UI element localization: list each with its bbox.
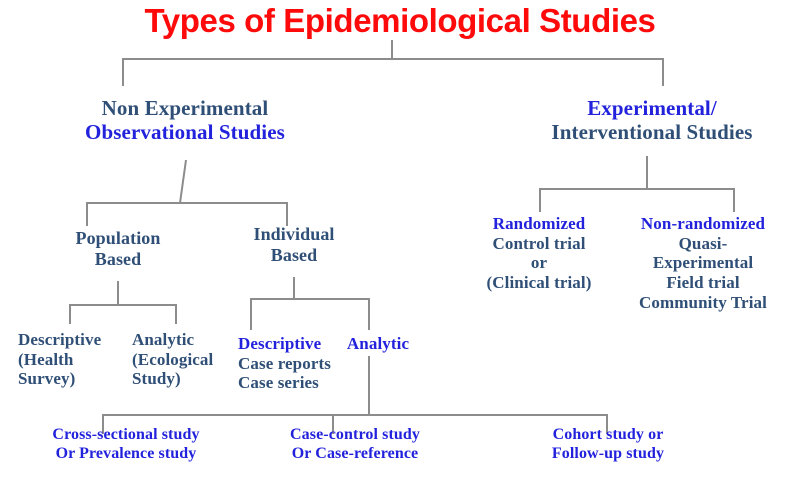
outcome-case-control-line2: Or Case-reference bbox=[291, 444, 419, 462]
connector-outcome-middle-drop bbox=[332, 414, 334, 434]
leaf-population-analytic: Analytic (Ecological Study) bbox=[132, 330, 236, 389]
connector-top-bracket-horizontal bbox=[122, 58, 664, 60]
outcome-cohort-study: Cohort study or Follow-up study bbox=[528, 426, 688, 463]
leaf-population-analytic-line3: Study) bbox=[132, 369, 181, 389]
outcome-cross-sectional-line2: Or Prevalence study bbox=[55, 444, 197, 462]
leaf-non-randomized-line1: Non-randomized bbox=[640, 214, 766, 233]
connector-top-bracket-left-drop bbox=[122, 58, 124, 86]
leaf-individual-descriptive-line3: Case series bbox=[238, 373, 319, 393]
leaf-individual-descriptive-line2: Case reports bbox=[238, 353, 331, 373]
connector-outcome-right-drop bbox=[606, 414, 608, 434]
node-individual-based: Individual Based bbox=[218, 224, 370, 266]
connector-individual-right-drop bbox=[368, 298, 370, 330]
leaf-population-analytic-line2: (Ecological bbox=[132, 349, 214, 369]
outcome-cohort-line2: Follow-up study bbox=[551, 444, 665, 462]
leaf-randomized-control-trial: Randomized Control trial or (Clinical tr… bbox=[464, 214, 614, 293]
outcome-cross-sectional-line1: Cross-sectional study bbox=[52, 426, 200, 443]
connector-individual-bracket-horizontal bbox=[250, 298, 370, 300]
leaf-non-randomized-line2: Quasi- bbox=[678, 233, 728, 253]
connector-individual-stem bbox=[293, 277, 295, 298]
leaf-population-analytic-line1: Analytic bbox=[132, 330, 195, 349]
connector-experimental-bracket-horizontal bbox=[539, 188, 735, 190]
node-population-based-line2: Based bbox=[94, 248, 142, 269]
connector-population-left-drop bbox=[69, 304, 71, 324]
node-individual-based-line2: Based bbox=[270, 244, 318, 265]
connector-population-bracket-horizontal bbox=[69, 304, 177, 306]
connector-observational-left-drop bbox=[86, 202, 88, 226]
page-title: Types of Epidemiological Studies bbox=[144, 2, 656, 39]
leaf-randomized-line4: (Clinical trial) bbox=[486, 273, 592, 293]
leaf-randomized-line2: Control trial bbox=[492, 233, 586, 253]
branch-non-experimental-line2: Observational Studies bbox=[85, 120, 285, 145]
connector-experimental-stem bbox=[646, 156, 648, 188]
leaf-non-randomized-line5: Community Trial bbox=[639, 292, 767, 312]
leaf-individual-descriptive: Descriptive Case reports Case series bbox=[238, 334, 352, 393]
leaf-individual-descriptive-line1: Descriptive bbox=[238, 334, 322, 353]
branch-experimental: Experimental/ Interventional Studies bbox=[512, 96, 792, 145]
connector-outcome-bracket-horizontal bbox=[102, 414, 608, 416]
branch-experimental-line1: Experimental/ bbox=[587, 96, 717, 120]
branch-non-experimental-line1: Non Experimental bbox=[101, 96, 269, 120]
connector-outcome-left-drop bbox=[102, 414, 104, 434]
leaf-randomized-line3: or bbox=[530, 253, 548, 273]
connector-top-bracket-right-drop bbox=[662, 58, 664, 86]
leaf-individual-analytic: Analytic bbox=[340, 334, 416, 354]
leaf-individual-analytic-line1: Analytic bbox=[346, 334, 410, 353]
node-population-based: Population Based bbox=[38, 228, 198, 270]
connector-observational-right-drop bbox=[286, 202, 288, 226]
leaf-non-randomized-quasi-experimental: Non-randomized Quasi- Experimental Field… bbox=[612, 214, 794, 313]
connector-population-stem bbox=[117, 281, 119, 304]
connector-observational-stem bbox=[179, 159, 187, 204]
connector-analytic-stem bbox=[368, 356, 370, 416]
connector-individual-left-drop bbox=[250, 298, 252, 330]
connector-population-right-drop bbox=[175, 304, 177, 324]
node-population-based-line1: Population bbox=[75, 228, 161, 248]
leaf-non-randomized-line3: Experimental bbox=[652, 253, 754, 273]
leaf-population-descriptive-line1: Descriptive bbox=[18, 330, 102, 349]
leaf-population-descriptive-line3: Survey) bbox=[18, 369, 76, 389]
branch-non-experimental: Non Experimental Observational Studies bbox=[40, 96, 330, 145]
connector-title-stem bbox=[391, 40, 393, 59]
leaf-population-descriptive: Descriptive (Health Survey) bbox=[18, 330, 122, 389]
leaf-randomized-line1: Randomized bbox=[492, 214, 586, 233]
connector-experimental-right-drop bbox=[733, 188, 735, 212]
leaf-population-descriptive-line2: (Health bbox=[18, 349, 74, 369]
outcome-cross-sectional-study: Cross-sectional study Or Prevalence stud… bbox=[20, 426, 232, 463]
connector-experimental-left-drop bbox=[539, 188, 541, 212]
connector-observational-bracket-horizontal bbox=[86, 202, 288, 204]
branch-experimental-line2: Interventional Studies bbox=[551, 120, 753, 145]
node-individual-based-line1: Individual bbox=[253, 224, 335, 244]
outcome-case-control-study: Case-control study Or Case-reference bbox=[262, 426, 448, 463]
outcome-cohort-line1: Cohort study or bbox=[552, 426, 664, 443]
outcome-case-control-line1: Case-control study bbox=[290, 426, 420, 443]
leaf-non-randomized-line4: Field trial bbox=[666, 273, 740, 293]
